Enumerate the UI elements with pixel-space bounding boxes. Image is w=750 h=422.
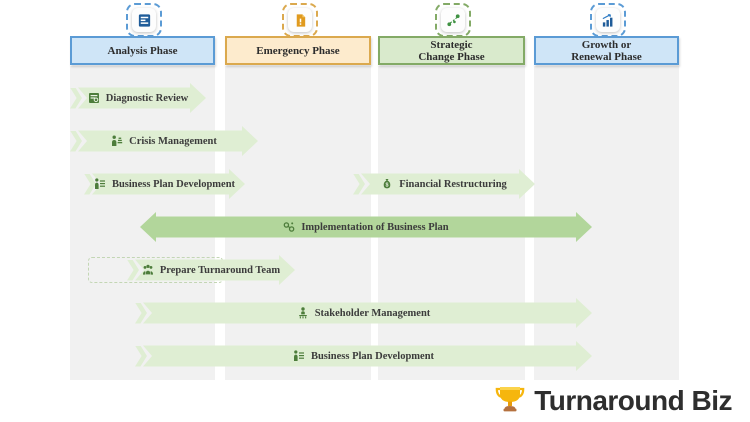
business-plan-icon [94,178,106,190]
turnaround-team-icon [142,264,154,276]
arrow-stakeholder-management: Stakeholder Management [135,298,592,328]
phase-label: Emergency Phase [256,44,340,57]
phase-box-strategic: Strategic Change Phase [378,36,525,65]
phase-label: Change Phase [418,50,485,63]
emergency-doc-icon [282,3,318,37]
implementation-icon [283,221,295,233]
brand-name: Turnaround Biz [534,384,732,416]
growth-chart-icon [590,3,626,37]
activity-label: Business Plan Development [310,350,435,362]
strategy-route-icon [435,3,471,37]
arrow-prepare-turnaround-team: Prepare Turnaround Team [127,255,295,285]
activity-label: Business Plan Development [111,178,236,190]
brand-logo: Turnaround Biz [494,382,732,419]
svg-text:$: $ [386,183,389,189]
stakeholder-icon [297,307,309,319]
activity-label: Crisis Management [129,135,217,147]
business-plan-icon [293,350,305,362]
activity-label: Prepare Turnaround Team [159,264,281,276]
arrow-business-plan-development: Business Plan Development [84,169,245,199]
activity-label: Implementation of Business Plan [301,221,449,233]
phase-box-growth: Growth or Renewal Phase [534,36,679,65]
phase-box-emergency: Emergency Phase [225,36,371,65]
phase-label: Strategic [430,38,473,51]
arrow-implementation-business-plan: Implementation of Business Plan [140,212,592,242]
trophy-icon [494,382,526,419]
activity-label: Financial Restructuring [399,178,507,190]
financial-restructuring-icon: $ [381,178,393,190]
arrow-diagnostic-review: Diagnostic Review [70,83,206,113]
report-icon [126,3,162,37]
phase-label: Analysis Phase [107,44,178,57]
phase-label: Renewal Phase [571,50,642,63]
arrow-crisis-management: Crisis Management [70,126,258,156]
arrow-business-plan-development-2: Business Plan Development [135,341,592,371]
crisis-management-icon [111,135,123,147]
diagnostic-review-icon [88,92,100,104]
activity-label: Stakeholder Management [314,307,431,319]
activity-label: Diagnostic Review [105,92,189,104]
phase-label: Growth or [581,38,632,51]
phase-box-analysis: Analysis Phase [70,36,215,65]
arrow-financial-restructuring: $ Financial Restructuring [353,169,535,199]
